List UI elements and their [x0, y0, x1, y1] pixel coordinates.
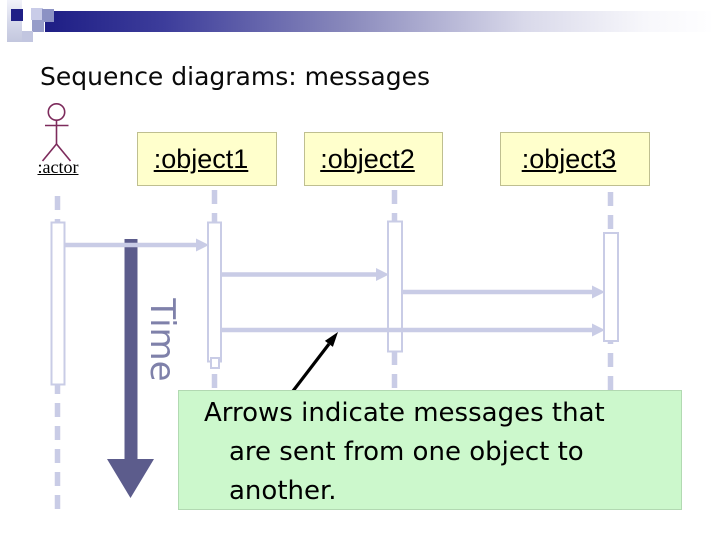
actor-label: :actor [37, 157, 79, 177]
object-box-2: :object2 [304, 132, 443, 186]
annotation-arrow [291, 332, 338, 392]
header-square-slate-1 [42, 9, 54, 22]
header-square-slate-2 [32, 20, 44, 32]
object-box-1: :object1 [137, 132, 277, 186]
callout-line-3: another. [229, 476, 337, 506]
header-gradient-bar [45, 11, 711, 32]
message-arrow-object2-object3 [402, 285, 605, 299]
actor-figure-icon [41, 103, 72, 162]
header-square-navy [11, 9, 23, 21]
activation-object2 [387, 220, 403, 353]
activation-object3 [603, 232, 619, 342]
object-label-2: :object2 [320, 143, 415, 174]
callout-box: Arrows indicate messages that are sent f… [178, 390, 682, 510]
message-arrow-object1-object2 [221, 268, 389, 281]
activation-object1 [207, 221, 222, 363]
time-axis-label: Time [142, 298, 182, 382]
activation-object1-sub [210, 357, 220, 369]
object-label-3: :object3 [521, 143, 617, 174]
message-arrow-actor-object1 [65, 238, 209, 252]
callout-line-1: Arrows indicate messages that [204, 398, 605, 428]
object-box-3: :object3 [500, 132, 650, 186]
header-square-light [22, 31, 33, 42]
header-square-lavender [31, 8, 43, 20]
object-label-1: :object1 [153, 143, 249, 174]
callout-line-2: are sent from one object to [229, 437, 584, 467]
slide-title: Sequence diagrams: messages [40, 62, 430, 91]
time-arrow [107, 239, 154, 498]
message-arrow-object1-object3 [221, 323, 605, 337]
activation-actor [50, 221, 66, 386]
